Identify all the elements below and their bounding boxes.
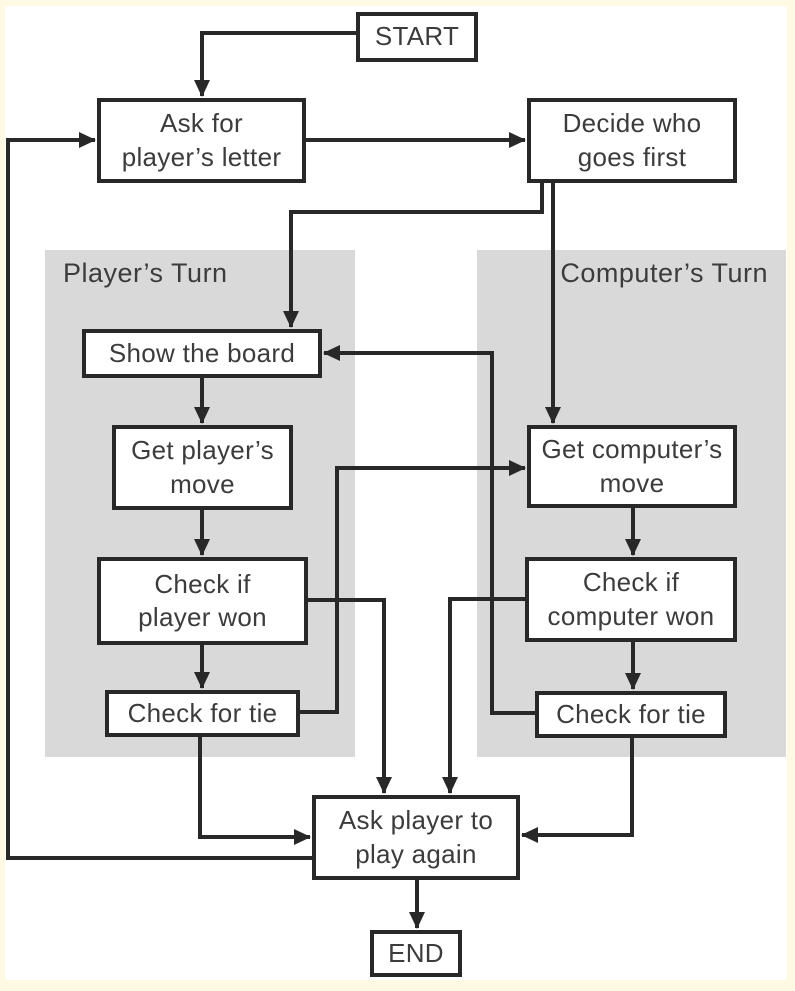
ask-letter-box-label: Ask for player’s letter	[121, 108, 282, 172]
player-turn-panel-label: Player’s Turn	[63, 258, 228, 288]
decide-first-box-label: Decide who goes first	[562, 108, 702, 172]
check-tie-player-box: Check for tie	[105, 690, 300, 737]
show-board-box-label: Show the board	[108, 337, 296, 368]
get-computer-move-box-label: Get computer’s move	[541, 434, 723, 498]
show-board-box: Show the board	[82, 329, 322, 378]
check-player-won-box-label: Check if player won	[138, 568, 267, 632]
check-computer-won-box-label: Check if computer won	[547, 567, 715, 631]
computer-turn-panel-label: Computer’s Turn	[560, 258, 768, 288]
start-box-label: START	[374, 21, 460, 52]
ask-letter-box: Ask for player’s letter	[97, 98, 306, 183]
start-box: START	[356, 12, 478, 62]
get-player-move-box: Get player’s move	[112, 425, 293, 510]
get-player-move-box-label: Get player’s move	[131, 435, 274, 499]
ask-play-again-box-label: Ask player to play again	[338, 805, 494, 869]
end-box: END	[370, 930, 462, 977]
get-computer-move-box: Get computer’s move	[527, 425, 737, 508]
end-box-label: END	[388, 937, 444, 968]
decide-first-box: Decide who goes first	[527, 98, 737, 183]
check-computer-won-box: Check if computer won	[525, 557, 737, 642]
check-tie-computer-box-label: Check for tie	[556, 698, 706, 729]
ask-play-again-box: Ask player to play again	[312, 795, 520, 880]
check-player-won-box: Check if player won	[97, 557, 308, 645]
check-tie-player-box-label: Check for tie	[127, 697, 278, 728]
check-tie-computer-box: Check for tie	[535, 691, 727, 738]
